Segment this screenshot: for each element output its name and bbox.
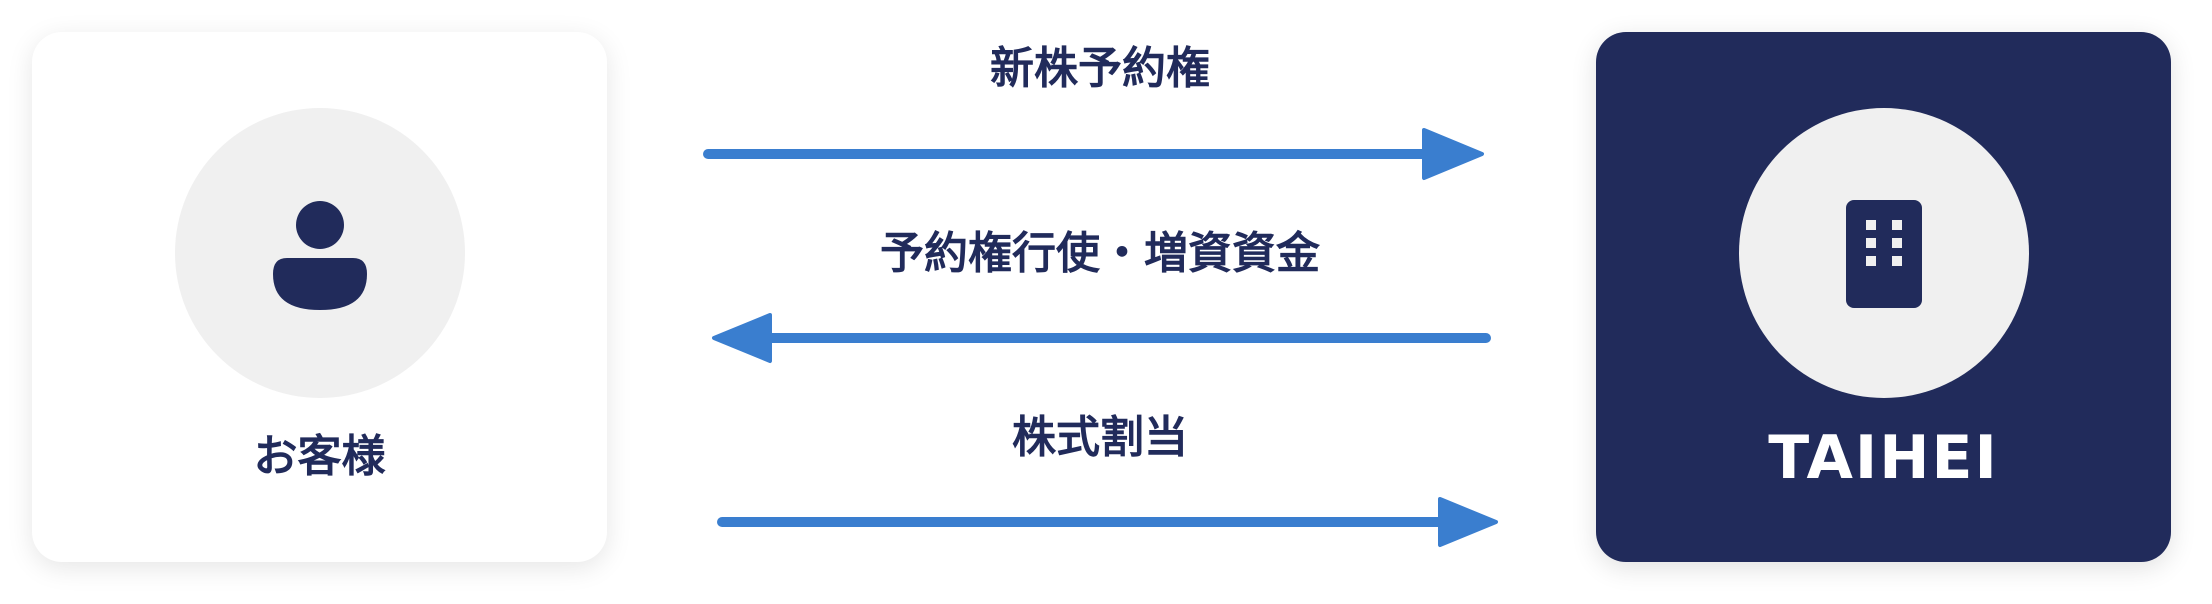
company-logo: TAIHEI [1768,423,1999,493]
flow-label-share-allotment: 株式割当 [1012,412,1188,463]
flow-label-exercise-funds: 予約権行使・増資資金 [880,228,1320,279]
arrow-right-bottom [717,497,1498,547]
customer-card: お客様 [32,32,607,562]
arrow-right-top [703,128,1484,180]
company-card: TAIHEI [1596,32,2171,562]
person-icon [273,201,367,310]
arrow-left-middle [712,313,1491,363]
building-icon [1846,200,1922,308]
company-icon-circle [1739,108,2029,398]
customer-avatar-circle [175,108,465,398]
flow-label-stock-acquisition-rights: 新株予約権 [990,43,1210,94]
customer-label: お客様 [253,431,386,482]
